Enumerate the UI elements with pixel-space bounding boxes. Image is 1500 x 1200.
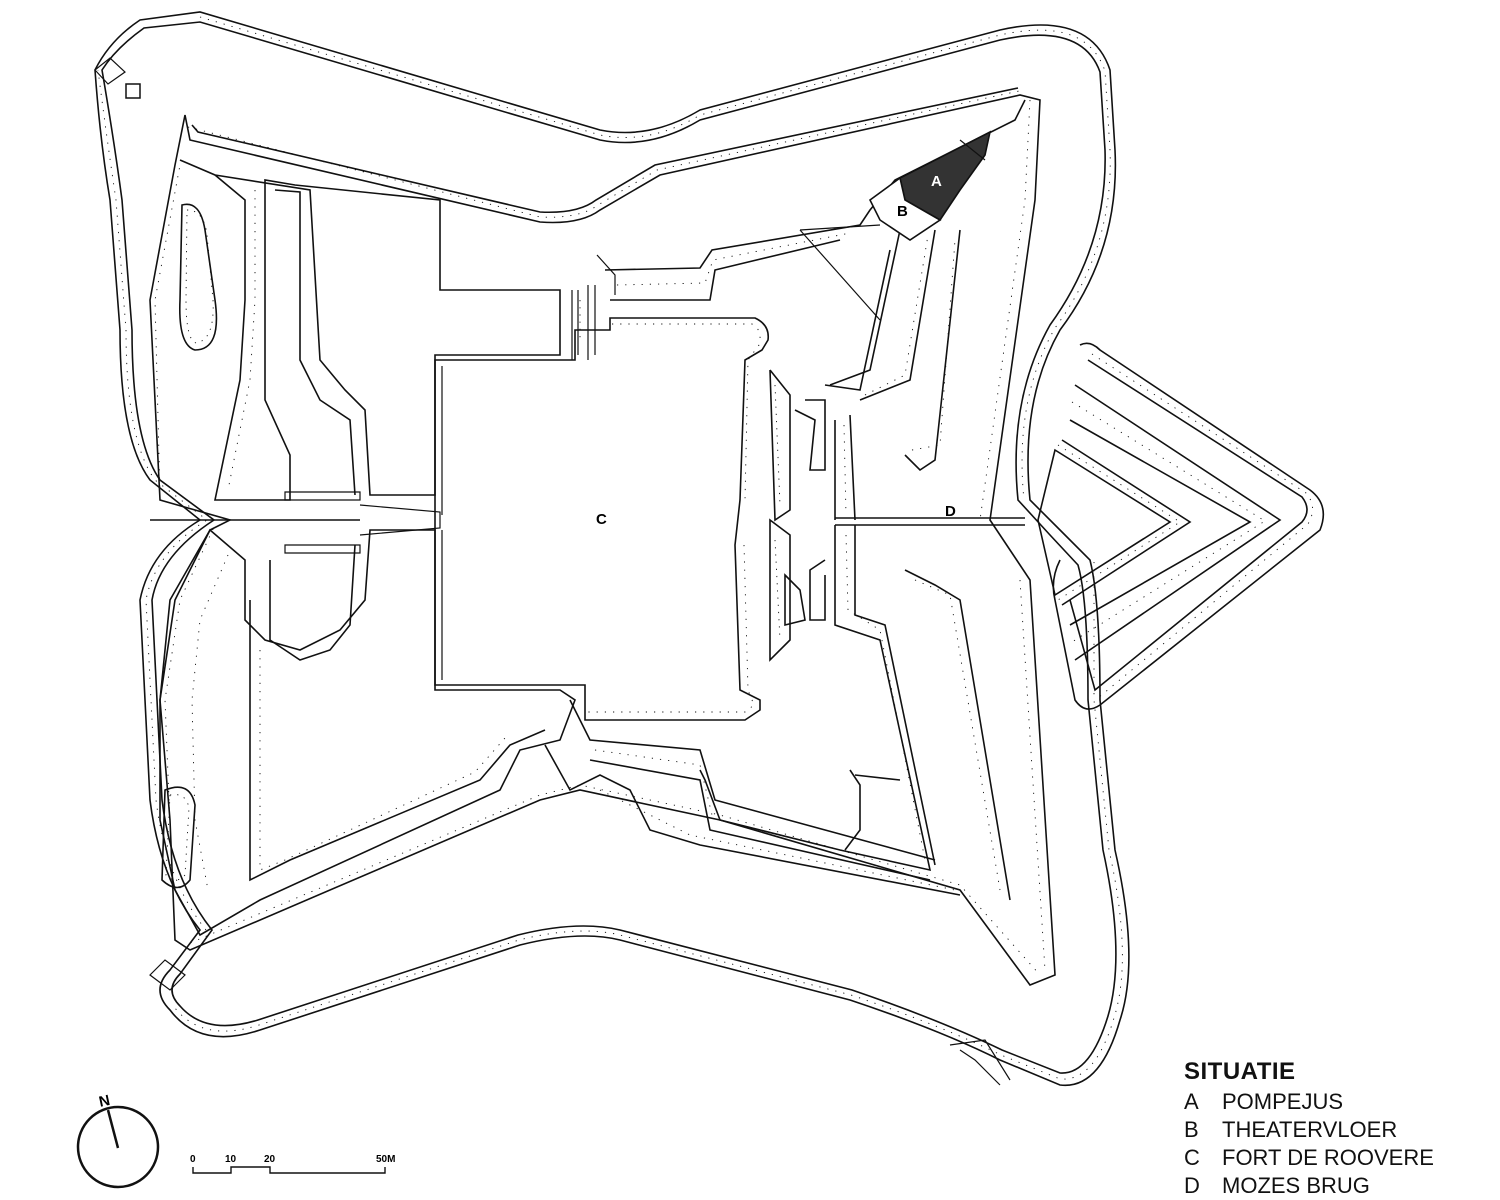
scale-bar: 0 10 20 50M [190, 1154, 395, 1174]
east-ravelin [1037, 342, 1325, 710]
theatervloer-structure [868, 176, 942, 241]
mozes-brug-bridge [835, 517, 1025, 526]
scale-tick-50: 50M [376, 1154, 395, 1165]
legend-title: SITUATIE [1184, 1058, 1296, 1085]
legend-key: D [1184, 1173, 1200, 1198]
west-bastion-north [178, 159, 561, 501]
legend-key: B [1184, 1117, 1199, 1142]
outer-slope-hatching [97, 16, 1123, 1080]
legend-label: MOZES BRUG [1222, 1173, 1370, 1198]
label-b: B [897, 203, 908, 220]
main-rampart [149, 87, 1056, 986]
west-gate [150, 491, 441, 554]
legend-key: C [1184, 1145, 1200, 1170]
legend-item-c: C FORT DE ROOVERE [1184, 1144, 1484, 1172]
legend-label: FORT DE ROOVERE [1222, 1145, 1434, 1170]
corner-features [94, 57, 1011, 1086]
scale-tick-0: 0 [190, 1154, 196, 1165]
legend-label: THEATERVLOER [1222, 1117, 1398, 1142]
scale-tick-20: 20 [264, 1154, 276, 1165]
legend: SITUATIE A POMPEJUS B THEATERVLOER C FOR… [1184, 1058, 1484, 1200]
east-inner-works [604, 99, 1026, 901]
legend-item-a: A POMPEJUS [1184, 1088, 1484, 1116]
north-arrow: N [76, 1092, 160, 1189]
label-d: D [945, 503, 956, 520]
west-bastion-south [159, 528, 576, 937]
compass-circle [76, 1105, 160, 1189]
south-inner-works [544, 699, 961, 896]
outer-rampart [94, 11, 1130, 1087]
compass-needle-icon [106, 1109, 120, 1149]
north-gate [571, 254, 616, 360]
legend-item-d: D MOZES BRUG [1184, 1172, 1484, 1200]
legend-item-b: B THEATERVLOER [1184, 1116, 1484, 1144]
central-courtyard [434, 317, 770, 721]
legend-key: A [1184, 1089, 1199, 1114]
label-a: A [931, 173, 942, 190]
north-label: N [97, 1092, 111, 1111]
scale-tick-10: 10 [225, 1154, 237, 1165]
label-c: C [596, 511, 607, 528]
legend-label: POMPEJUS [1222, 1089, 1344, 1114]
